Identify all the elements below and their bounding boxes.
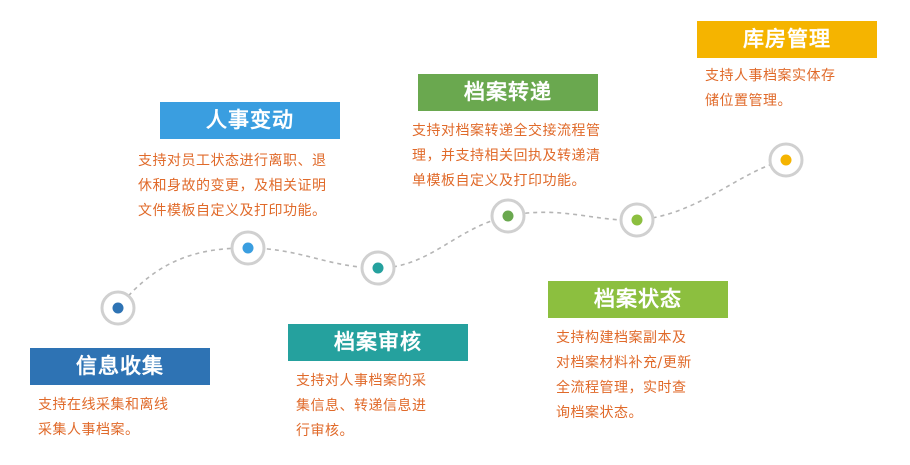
step-description: 支持人事档案实体存 储位置管理。 bbox=[697, 64, 897, 114]
step-title: 档案状态 bbox=[548, 281, 728, 318]
desc-line: 行审核。 bbox=[296, 423, 354, 439]
node-dot bbox=[242, 242, 254, 254]
node-dot bbox=[372, 262, 384, 274]
desc-line: 询档案状态。 bbox=[556, 405, 643, 421]
step-archive-status: 档案状态 支持构建档案副本及 对档案材料补充/更新 全流程管理，实时查 询档案状… bbox=[548, 281, 748, 426]
timeline-node bbox=[230, 230, 266, 266]
node-dot bbox=[631, 214, 643, 226]
desc-line: 文件模板自定义及打印功能。 bbox=[138, 203, 327, 219]
step-title: 档案审核 bbox=[288, 324, 468, 361]
step-description: 支持对员工状态进行离职、退 休和身故的变更，及相关证明 文件模板自定义及打印功能… bbox=[130, 149, 360, 224]
node-dot bbox=[112, 302, 124, 314]
desc-line: 全流程管理，实时查 bbox=[556, 380, 687, 396]
desc-line: 集信息、转递信息进 bbox=[296, 398, 427, 414]
timeline-node bbox=[100, 290, 136, 326]
desc-line: 休和身故的变更，及相关证明 bbox=[138, 178, 327, 194]
desc-line: 采集人事档案。 bbox=[38, 422, 140, 438]
step-description: 支持在线采集和离线 采集人事档案。 bbox=[30, 393, 210, 443]
step-title: 信息收集 bbox=[30, 348, 210, 385]
step-description: 支持对人事档案的采 集信息、转递信息进 行审核。 bbox=[288, 369, 488, 444]
desc-line: 支持对人事档案的采 bbox=[296, 373, 427, 389]
desc-line: 单模板自定义及打印功能。 bbox=[412, 173, 586, 189]
timeline-node bbox=[490, 198, 526, 234]
step-description: 支持构建档案副本及 对档案材料补充/更新 全流程管理，实时查 询档案状态。 bbox=[548, 326, 748, 426]
step-title: 档案转递 bbox=[418, 74, 598, 111]
node-dot bbox=[502, 210, 514, 222]
step-archive-transfer: 档案转递 支持对档案转递全交接流程管 理，并支持相关回执及转递清 单模板自定义及… bbox=[404, 74, 644, 194]
node-dot bbox=[780, 154, 792, 166]
desc-line: 储位置管理。 bbox=[705, 93, 792, 109]
desc-line: 支持在线采集和离线 bbox=[38, 397, 169, 413]
desc-line: 支持对档案转递全交接流程管 bbox=[412, 123, 601, 139]
step-info-collection: 信息收集 支持在线采集和离线 采集人事档案。 bbox=[30, 348, 210, 443]
step-archive-review: 档案审核 支持对人事档案的采 集信息、转递信息进 行审核。 bbox=[288, 324, 488, 444]
desc-line: 支持对员工状态进行离职、退 bbox=[138, 153, 327, 169]
timeline-path bbox=[117, 159, 787, 309]
step-personnel-change: 人事变动 支持对员工状态进行离职、退 休和身故的变更，及相关证明 文件模板自定义… bbox=[130, 102, 360, 224]
desc-line: 支持构建档案副本及 bbox=[556, 330, 687, 346]
desc-line: 理，并支持相关回执及转递清 bbox=[412, 148, 601, 164]
step-title: 库房管理 bbox=[697, 21, 877, 58]
timeline-node bbox=[360, 250, 396, 286]
step-title: 人事变动 bbox=[160, 102, 340, 139]
timeline-node bbox=[768, 142, 804, 178]
step-description: 支持对档案转递全交接流程管 理，并支持相关回执及转递清 单模板自定义及打印功能。 bbox=[404, 119, 644, 194]
step-warehouse-management: 库房管理 支持人事档案实体存 储位置管理。 bbox=[697, 21, 897, 114]
timeline-node bbox=[619, 202, 655, 238]
desc-line: 支持人事档案实体存 bbox=[705, 68, 836, 84]
desc-line: 对档案材料补充/更新 bbox=[556, 355, 692, 371]
